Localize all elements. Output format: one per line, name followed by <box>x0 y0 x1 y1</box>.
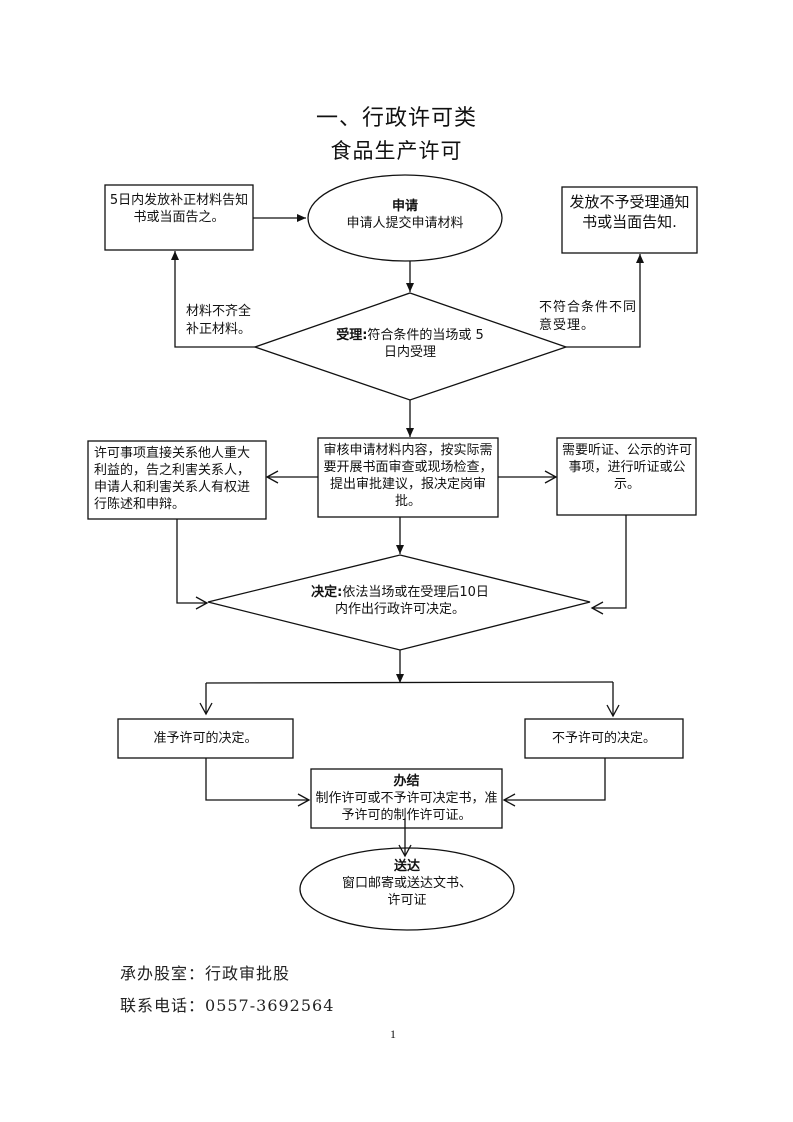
reject-notice-text: 发放不予受理通知书或当面告知. <box>569 193 690 231</box>
decide-node: 决定:依法当场或在受理后10日内作出行政许可决定。 <box>308 584 492 618</box>
apply-text: 申请人提交申请材料 <box>346 216 464 231</box>
edge-accept-to-supplement <box>171 251 255 348</box>
department-value: 行政审批股 <box>205 964 291 983</box>
stakeholder-text: 许可事项直接关系他人重大利益的，告之利害关系人，申请人和利害关系人有权进行陈述和… <box>94 446 251 512</box>
department-line: 承办股室：行政审批股 <box>120 960 290 984</box>
edge-deny-to-conclude <box>502 758 606 807</box>
deny-box <box>524 718 684 759</box>
edge-label-incomplete: 材料不齐全补正材料。 <box>186 304 252 337</box>
conclude-heading: 办结 <box>393 774 420 789</box>
edge-stakeholder-to-decide <box>176 519 209 610</box>
split-bar <box>205 681 614 684</box>
reject-notice-box <box>561 186 698 254</box>
supplement-notice-text: 5日内发放补正材料告知书或当面告之。 <box>109 193 249 225</box>
edge-grant-to-conclude <box>205 758 311 807</box>
apply-node: 申请 申请人提交申请材料 <box>330 198 480 232</box>
apply-heading: 申请 <box>391 199 418 214</box>
decide-text: 依法当场或在受理后10日内作出行政许可决定。 <box>334 585 489 617</box>
apply-ellipse <box>307 174 503 262</box>
grant-text: 准予许可的决定。 <box>153 731 258 746</box>
page-number: 1 <box>390 1027 396 1041</box>
deliver-node: 送达 窗口邮寄或送达文书、许可证 <box>337 858 477 909</box>
conclude-text: 制作许可或不予许可决定书，准予许可的制作许可证。 <box>315 791 498 823</box>
phone-value: 0557-3692564 <box>205 996 335 1015</box>
flowchart-title: 食品生产许可 <box>330 139 463 163</box>
accept-heading: 受理: <box>336 328 368 343</box>
edge-accept-to-reject <box>566 254 644 348</box>
section-title: 一、行政许可类 <box>315 106 477 131</box>
edge-hearing-to-decide <box>590 515 627 615</box>
edge-label-not-eligible: 不符合条件不同意受理。 <box>539 300 638 333</box>
decide-heading: 决定: <box>311 585 343 600</box>
hearing-text: 需要听证、公示的许可事项，进行听证或公示。 <box>562 443 693 492</box>
deliver-heading: 送达 <box>393 859 420 874</box>
accept-text: 符合条件的当场或 5 日内受理 <box>367 328 484 360</box>
accept-node: 受理:符合条件的当场或 5 日内受理 <box>330 327 490 361</box>
phone-line: 联系电话：0557-3692564 <box>120 992 334 1016</box>
phone-label: 联系电话： <box>120 996 206 1015</box>
deliver-text: 窗口邮寄或送达文书、许可证 <box>341 876 472 908</box>
conclude-box <box>310 768 503 829</box>
review-text: 审核申请材料内容，按实际需要开展书面审查或现场检查，提出审批建议，报决定岗审批。 <box>323 443 493 509</box>
conclude-node: 办结 制作许可或不予许可决定书，准予许可的制作许可证。 <box>315 773 498 824</box>
deny-text: 不予许可的决定。 <box>551 731 656 746</box>
department-label: 承办股室： <box>120 964 206 983</box>
